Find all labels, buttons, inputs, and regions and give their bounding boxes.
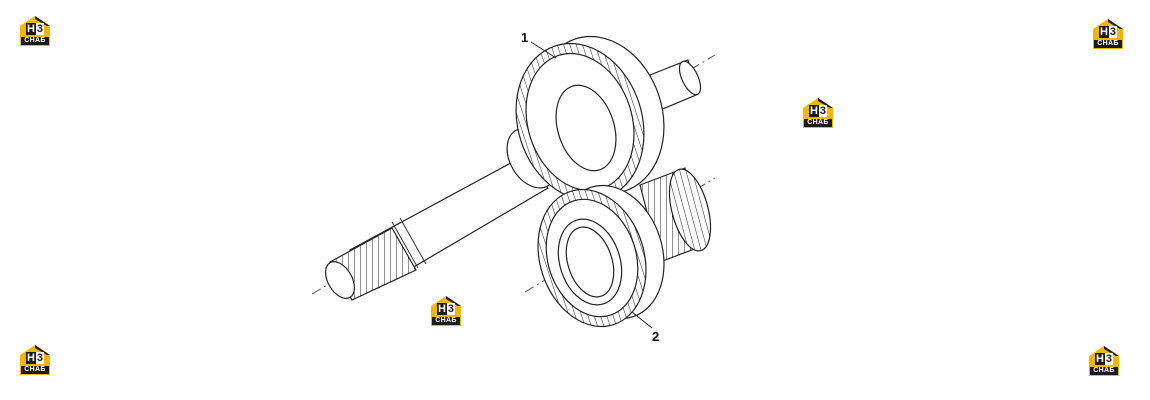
callout-part-1: 1 [521,30,529,45]
logo-digit: 3 [446,303,456,315]
leader-lines [530,41,653,329]
logo-letter-h: H [808,105,819,117]
lower-gear [537,184,665,328]
logo-letter-h: H [1094,353,1105,365]
logo-text: СНАБ [1090,367,1118,375]
logo-letter-h: H [1098,26,1109,38]
logo-text: СНАБ [1094,40,1122,48]
callout-part-2: 2 [652,329,660,344]
logo-text: СНАБ [432,317,460,325]
logo-digit: 3 [818,105,828,117]
logo-text: СНАБ [804,119,832,127]
logo-letter-h: H [25,352,36,364]
upper-gear [515,35,665,202]
logo-text: СНАБ [21,37,49,45]
logo-digit: 3 [1108,26,1118,38]
logo-letter-h: H [436,303,447,315]
logo-digit: 3 [35,352,45,364]
logo-digit: 3 [35,23,45,35]
logo-text: СНАБ [21,366,49,374]
logo-digit: 3 [1104,353,1114,365]
logo-letter-h: H [25,23,36,35]
